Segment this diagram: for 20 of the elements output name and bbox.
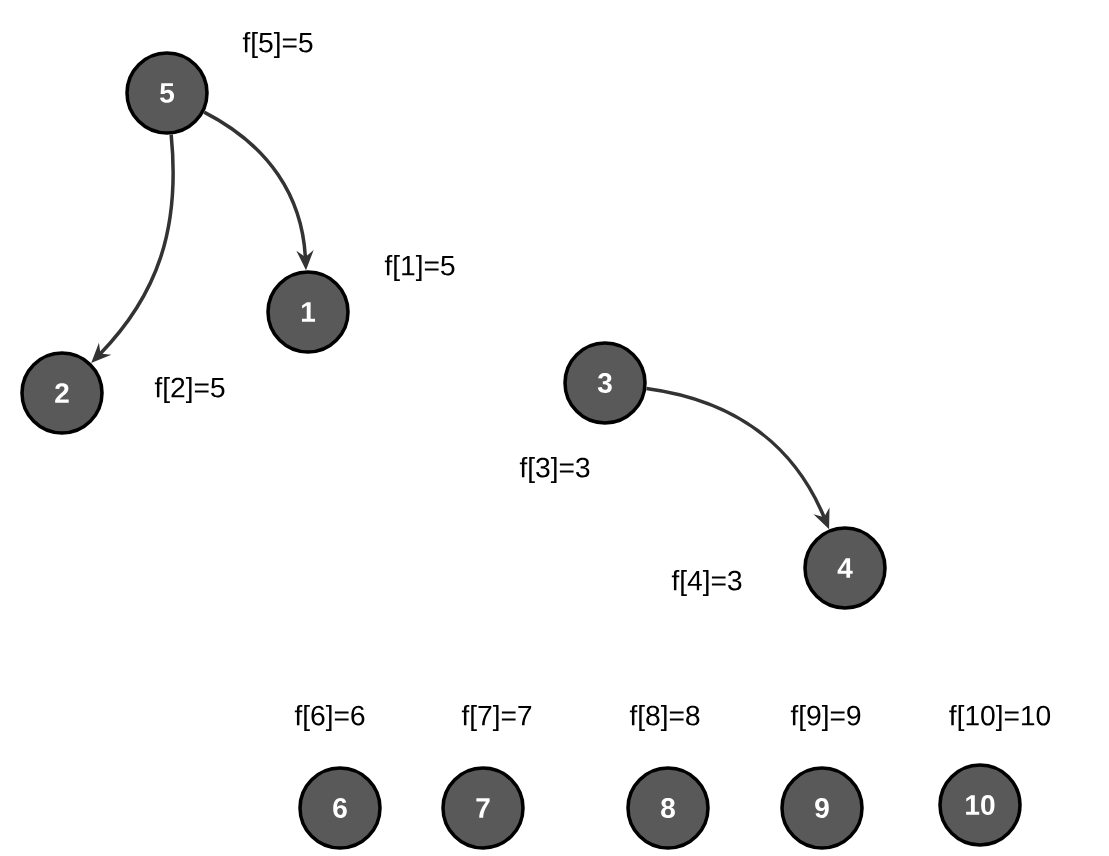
circle-node: 8 [626, 766, 710, 850]
circle-node: 1 [266, 270, 350, 354]
node-caption: f[2]=5 [154, 376, 225, 404]
node-caption: f[1]=5 [384, 254, 455, 282]
node-caption: f[3]=3 [519, 456, 590, 484]
circle-node: 7 [441, 766, 525, 850]
circle-node: 6 [298, 766, 382, 850]
circle-node: 3 [563, 341, 647, 425]
node-caption: f[6]=6 [294, 704, 365, 732]
node-caption: f[4]=3 [671, 569, 742, 597]
node-caption: f[5]=5 [242, 31, 313, 59]
node-caption: f[9]=9 [790, 704, 861, 732]
node-caption: f[8]=8 [629, 704, 700, 732]
circle-node: 9 [780, 766, 864, 850]
circle-node: 10 [938, 763, 1022, 847]
node-caption: f[7]=7 [461, 704, 532, 732]
circle-node: 4 [803, 526, 887, 610]
circle-node: 5 [125, 51, 209, 135]
circle-node: 2 [20, 351, 104, 435]
node-caption: f[10]=10 [949, 704, 1051, 732]
